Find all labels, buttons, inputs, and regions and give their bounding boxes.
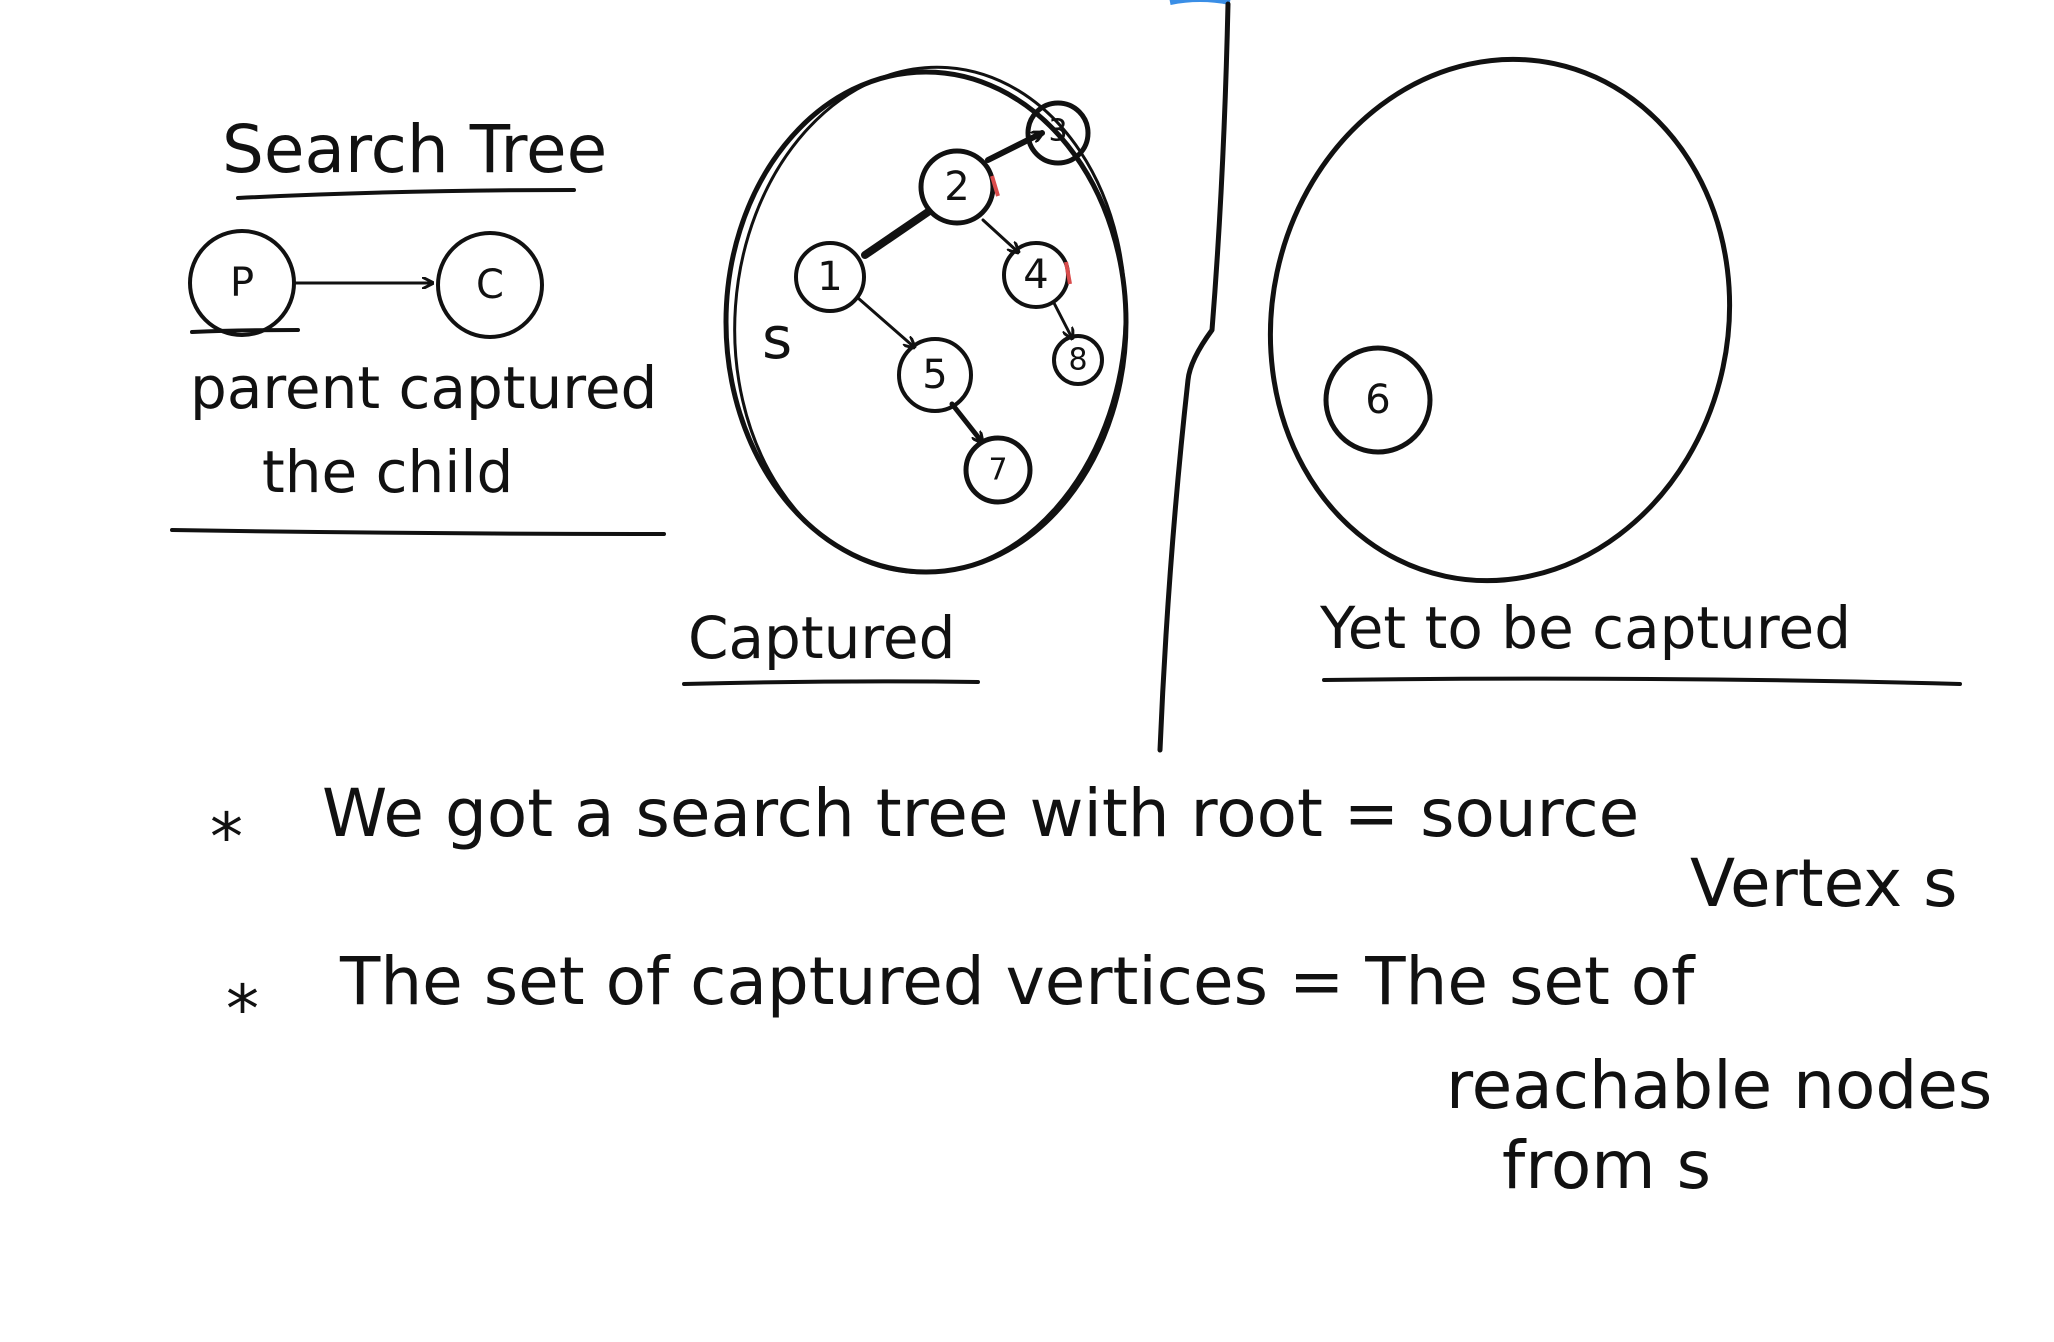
uncaptured-region	[1267, 56, 1733, 584]
legend-caption-line2: the child	[262, 438, 513, 506]
edge-2-4	[981, 218, 1018, 252]
note2-line1: The set of captured vertices = The set o…	[339, 943, 1696, 1020]
vertical-divider	[1157, 1, 1231, 753]
edge-5-7	[949, 401, 982, 442]
node-3	[1025, 100, 1091, 166]
node-8-label: 8	[1068, 343, 1087, 378]
captured-region-outline	[733, 65, 1127, 575]
legend-divider	[170, 528, 666, 536]
node-4-label: 4	[1023, 252, 1048, 298]
node-1-label: 1	[817, 254, 842, 300]
legend-caption-line1: parent captured	[190, 354, 657, 422]
node-3-label: 3	[1048, 114, 1067, 149]
legend-title: Search Tree	[222, 111, 607, 188]
node-6	[1323, 345, 1433, 455]
note1-bullet: *	[210, 799, 243, 876]
parent-node-underline	[190, 328, 300, 334]
node-7	[963, 435, 1033, 505]
parent-node-label: P	[230, 260, 254, 306]
node-5-label: 5	[922, 352, 947, 398]
top-blue-mark	[1169, 0, 1231, 5]
uncaptured-label: Yet to be captured	[1319, 594, 1851, 662]
note1-line2: Vertex s	[1690, 845, 1958, 922]
legend-title-underline	[236, 188, 576, 200]
captured-label-underline	[682, 679, 980, 686]
node-6-label: 6	[1365, 377, 1390, 423]
node-1	[794, 241, 866, 313]
node-7-label: 7	[988, 453, 1007, 488]
node-2-label: 2	[944, 164, 969, 210]
edge-2-3	[985, 130, 1042, 163]
node-4-accent-mark	[1064, 261, 1072, 285]
captured-label: Captured	[688, 604, 955, 672]
child-node-label: C	[476, 262, 504, 308]
node-2	[918, 148, 996, 226]
note2-line3: from s	[1502, 1127, 1711, 1204]
child-node	[436, 231, 544, 339]
edge-1-5	[856, 296, 914, 347]
node-8	[1052, 334, 1104, 386]
note2-bullet: *	[226, 971, 259, 1048]
node-2-accent-mark	[990, 175, 1000, 197]
node-5	[897, 337, 973, 413]
note1-line1: We got a search tree with root = source	[322, 775, 1639, 852]
uncaptured-label-underline	[1322, 676, 1962, 686]
note2-line2: reachable nodes	[1446, 1047, 1992, 1124]
edge-1-2	[861, 208, 932, 259]
source-label: s	[762, 304, 792, 372]
edge-4-8	[1052, 301, 1072, 338]
parent-node	[188, 229, 296, 337]
